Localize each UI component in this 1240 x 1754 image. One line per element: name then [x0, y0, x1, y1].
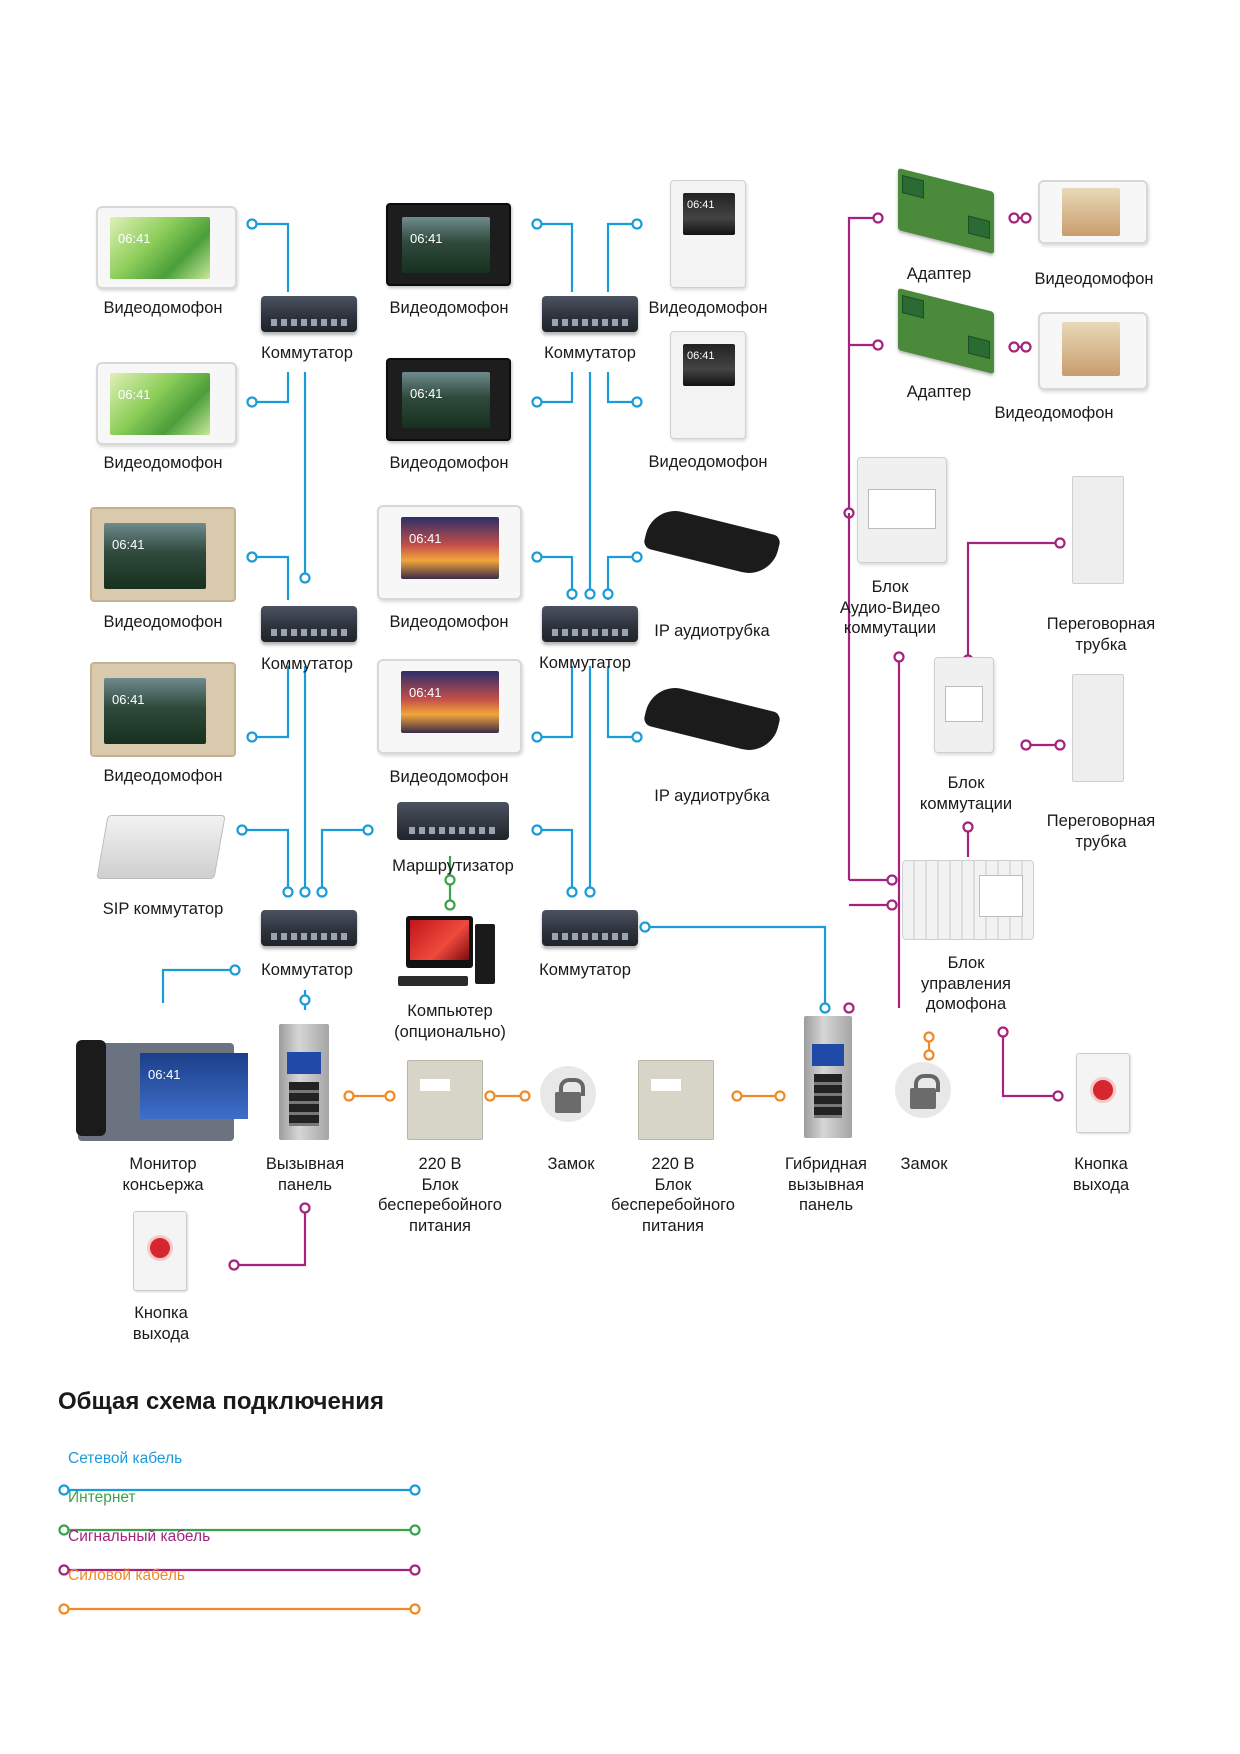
videointercom-white-4: 06:41: [377, 659, 522, 754]
label-videointercom-1: Видеодомофон: [103, 299, 223, 317]
network-lines-col1: [161, 218, 374, 1010]
legend-signal: Сигнальный кабель: [68, 1528, 211, 1545]
switch-6: [542, 910, 638, 946]
label-switch-5: Коммутатор: [539, 654, 631, 672]
label-intercom-control-block: Блок управления домофона: [921, 954, 1011, 1014]
switching-block: [934, 657, 994, 753]
videointercom-black-1: 06:41: [386, 203, 511, 286]
videointercom-black-2: 06:41: [386, 358, 511, 441]
label-switch-4: Коммутатор: [544, 344, 636, 362]
label-videointercom-3: Видеодомофон: [103, 613, 223, 631]
label-exit-button-2: Кнопка выхода: [1072, 1155, 1130, 1194]
label-videointercom-2: Видеодомофон: [103, 454, 223, 472]
label-videointercom-5: Видеодомофон: [389, 299, 509, 317]
sip-switch: [96, 815, 226, 879]
label-ups-1: 220 В Блок бесперебойного питания: [378, 1155, 502, 1235]
label-handset-white-2: Переговорная трубка: [1046, 812, 1156, 851]
legend-internet: Интернет: [68, 1489, 136, 1506]
power-lines: [343, 1031, 935, 1102]
label-adapter-2: Адаптер: [906, 383, 972, 401]
switch-3: [261, 910, 357, 946]
label-ip-handset-1: IP аудиотрубка: [654, 622, 770, 640]
intercom-control-block: [902, 860, 1034, 940]
label-analog-videointercom-1: Видеодомофон: [1034, 270, 1154, 288]
concierge-handset: [76, 1040, 106, 1136]
internet-line: [444, 856, 456, 911]
label-videointercom-10: Видеодомофон: [648, 453, 768, 471]
handset-white-2: [1072, 674, 1124, 782]
label-concierge-monitor: Монитор консьержа: [122, 1155, 204, 1194]
label-lock-2: Замок: [900, 1155, 948, 1173]
av-switching-block: [857, 457, 947, 563]
label-call-panel: Вызывная панель: [265, 1155, 345, 1194]
label-switching-block: Блок коммутации: [919, 774, 1013, 813]
diagram-title: Общая схема подключения: [58, 1388, 385, 1415]
computer-keyboard: [398, 976, 468, 986]
label-handset-white-1: Переговорная трубка: [1046, 615, 1156, 654]
label-switch-2: Коммутатор: [261, 655, 353, 673]
label-switch-6: Коммутатор: [539, 961, 631, 979]
label-videointercom-4: Видеодомофон: [103, 767, 223, 785]
computer-monitor: [406, 916, 473, 968]
switch-5: [542, 606, 638, 642]
switch-2: [261, 606, 357, 642]
videointercom-white-2: 06:41: [96, 362, 237, 445]
label-hybrid-call-panel: Гибридная вызывная панель: [785, 1155, 867, 1215]
label-lock-1: Замок: [547, 1155, 595, 1173]
label-videointercom-6: Видеодомофон: [389, 454, 509, 472]
videointercom-white-1: 06:41: [96, 206, 237, 289]
label-adapter-1: Адаптер: [906, 265, 972, 283]
label-analog-videointercom-2: Видеодомофон: [994, 404, 1114, 422]
label-av-switching-block: Блок Аудио-Видео коммутации: [839, 578, 941, 638]
label-videointercom-8: Видеодомофон: [389, 768, 509, 786]
label-sip-switch: SIP коммутатор: [102, 900, 224, 918]
handset-white-1: [1072, 476, 1124, 584]
lock-2: [895, 1062, 951, 1118]
router: [397, 802, 509, 840]
label-videointercom-7: Видеодомофон: [389, 613, 509, 631]
exit-button-2: [1076, 1053, 1130, 1133]
videointercom-beige-2: 06:41: [90, 662, 236, 757]
call-panel: [279, 1024, 329, 1140]
videointercom-tall-1: 06:41: [670, 180, 746, 288]
legend-lines: [58, 1484, 421, 1615]
label-ip-handset-2: IP аудиотрубка: [654, 787, 770, 805]
switch-1: [261, 296, 357, 332]
label-computer: Компьютер (опционально): [394, 1002, 506, 1041]
hybrid-call-panel: [804, 1016, 852, 1138]
computer-tower: [475, 924, 495, 984]
label-router: Маршрутизатор: [392, 857, 514, 875]
exit-button-1: [133, 1211, 187, 1291]
legend-power: Силовой кабель: [68, 1567, 186, 1584]
videointercom-beige-1: 06:41: [90, 507, 236, 602]
label-exit-button-1: Кнопка выхода: [132, 1304, 190, 1343]
ups-2: [638, 1060, 714, 1140]
lock-1: [540, 1066, 596, 1122]
label-videointercom-9: Видеодомофон: [648, 299, 768, 317]
switch-4: [542, 296, 638, 332]
network-lines-col2: [531, 218, 831, 1014]
label-switch-1: Коммутатор: [261, 344, 353, 362]
label-ups-2: 220 В Блок бесперебойного питания: [611, 1155, 735, 1235]
videointercom-tall-2: 06:41: [670, 331, 746, 439]
ups-1: [407, 1060, 483, 1140]
analog-videointercom-2: [1038, 312, 1148, 390]
legend-network: Сетевой кабель: [68, 1450, 183, 1467]
label-switch-3: Коммутатор: [261, 961, 353, 979]
videointercom-white-3: 06:41: [377, 505, 522, 600]
analog-videointercom-1: [1038, 180, 1148, 244]
